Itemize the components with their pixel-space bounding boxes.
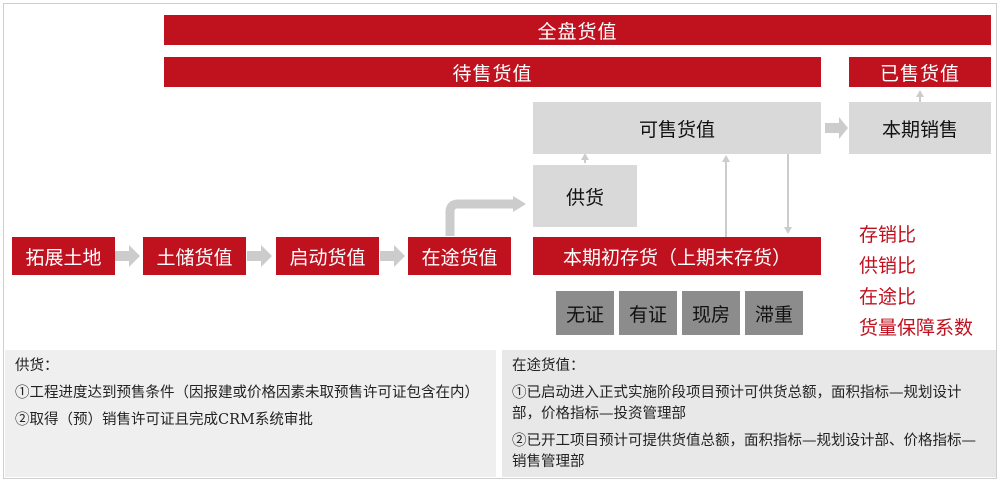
ratio-supply-guarantee: 货量保障系数: [859, 317, 974, 339]
arrow-transit-to-supply: [445, 199, 515, 236]
inventory-category-with-permit: 有证: [619, 291, 677, 335]
in-transit-notes-panel: 在途货值： ①已启动进入正式实施阶段项目预计可供货总额，面积指标—规划设计部，价…: [502, 350, 996, 477]
arrow-saleable-to-sales: [825, 117, 848, 139]
saleable-value-box: 可售货值: [533, 102, 821, 154]
inventory-category-slow-moving: 滞重: [745, 291, 803, 335]
diagram-frame: [3, 3, 997, 479]
chain-started-value: 启动货值: [276, 237, 379, 275]
inventory-box: 本期初存货（上期末存货）: [533, 237, 821, 275]
arrow-started-to-transit: [380, 245, 405, 267]
ratio-inventory-sales: 存销比: [859, 224, 917, 246]
inventory-category-completed: 现房: [682, 291, 740, 335]
ratio-in-transit: 在途比: [859, 286, 917, 308]
supply-notes-item-1: ①工程进度达到预售条件（因报建或价格因素未取预售许可证包含在内）: [15, 385, 479, 401]
total-value-bar: 全盘货值: [164, 15, 991, 45]
chain-land-expansion: 拓展土地: [12, 237, 115, 275]
supply-box: 供货: [533, 165, 637, 227]
arrow-reserve-to-started: [247, 245, 272, 267]
supply-notes-item-2: ②取得（预）销售许可证且完成CRM系统审批: [15, 412, 313, 428]
supply-notes-panel: 供货： ①工程进度达到预售条件（因报建或价格因素未取预售许可证包含在内） ②取得…: [5, 350, 496, 477]
ratio-supply-sales: 供销比: [859, 255, 917, 277]
chain-land-reserve-value: 土储货值: [143, 237, 246, 275]
period-sales-box: 本期销售: [849, 102, 991, 154]
arrow-land-to-reserve: [115, 245, 140, 267]
for-sale-value-bar: 待售货值: [164, 57, 821, 87]
in-transit-notes-title: 在途货值：: [512, 358, 585, 374]
inventory-category-no-permit: 无证: [556, 291, 614, 335]
in-transit-notes-item-1: ①已启动进入正式实施阶段项目预计可供货总额，面积指标—规划设计部，价格指标—投资…: [512, 385, 962, 422]
sold-value-bar: 已售货值: [849, 57, 991, 87]
chain-in-transit-value: 在途货值: [408, 237, 511, 275]
supply-notes-title: 供货：: [15, 358, 59, 374]
in-transit-notes-item-2: ②已开工项目预计可提供货值总额，面积指标—规划设计部、价格指标—销售管理部: [512, 433, 976, 470]
